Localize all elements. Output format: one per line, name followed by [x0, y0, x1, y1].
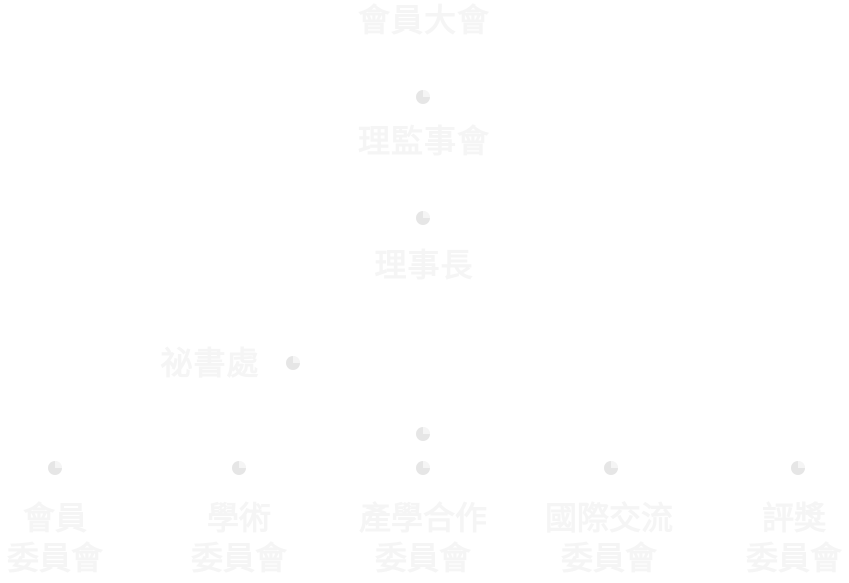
node-secretariat: 祕書處: [160, 344, 260, 382]
connector-dot-committee-academic: [232, 461, 246, 475]
connector-dot-committees-branch: [416, 427, 430, 441]
node-chairperson: 理事長: [374, 246, 474, 284]
committee-membership: 會員 委員會: [0, 498, 120, 578]
connector-dot-board-chair: [416, 211, 430, 225]
committee-suffix: 委員會: [374, 539, 471, 577]
connector-dot-committee-industry: [416, 461, 430, 475]
committee-suffix: 委員會: [6, 539, 103, 577]
committee-industry-cooperation: 產學合作 委員會: [358, 498, 488, 578]
connector-dot-committee-membership: [48, 461, 62, 475]
connector-dot-secretariat: [286, 356, 300, 370]
committee-suffix: 委員會: [190, 539, 287, 577]
committee-name: 產學合作: [358, 499, 487, 537]
committee-awards: 評獎 委員會: [729, 498, 849, 578]
committee-suffix: 委員會: [560, 539, 657, 577]
committee-name: 評獎: [761, 499, 826, 537]
connector-dot-assembly-board: [416, 90, 430, 104]
committee-name: 國際交流: [544, 499, 673, 537]
committee-name: 學術: [206, 499, 271, 537]
node-general-assembly: 會員大會: [357, 1, 490, 39]
node-board-of-directors: 理監事會: [357, 122, 490, 160]
committee-international-exchange: 國際交流 委員會: [544, 498, 674, 578]
committee-academic: 學術 委員會: [174, 498, 304, 578]
committee-suffix: 委員會: [745, 539, 842, 577]
connector-dot-committee-international: [604, 461, 618, 475]
connector-dot-committee-awards: [791, 461, 805, 475]
committee-name: 會員: [22, 499, 87, 537]
